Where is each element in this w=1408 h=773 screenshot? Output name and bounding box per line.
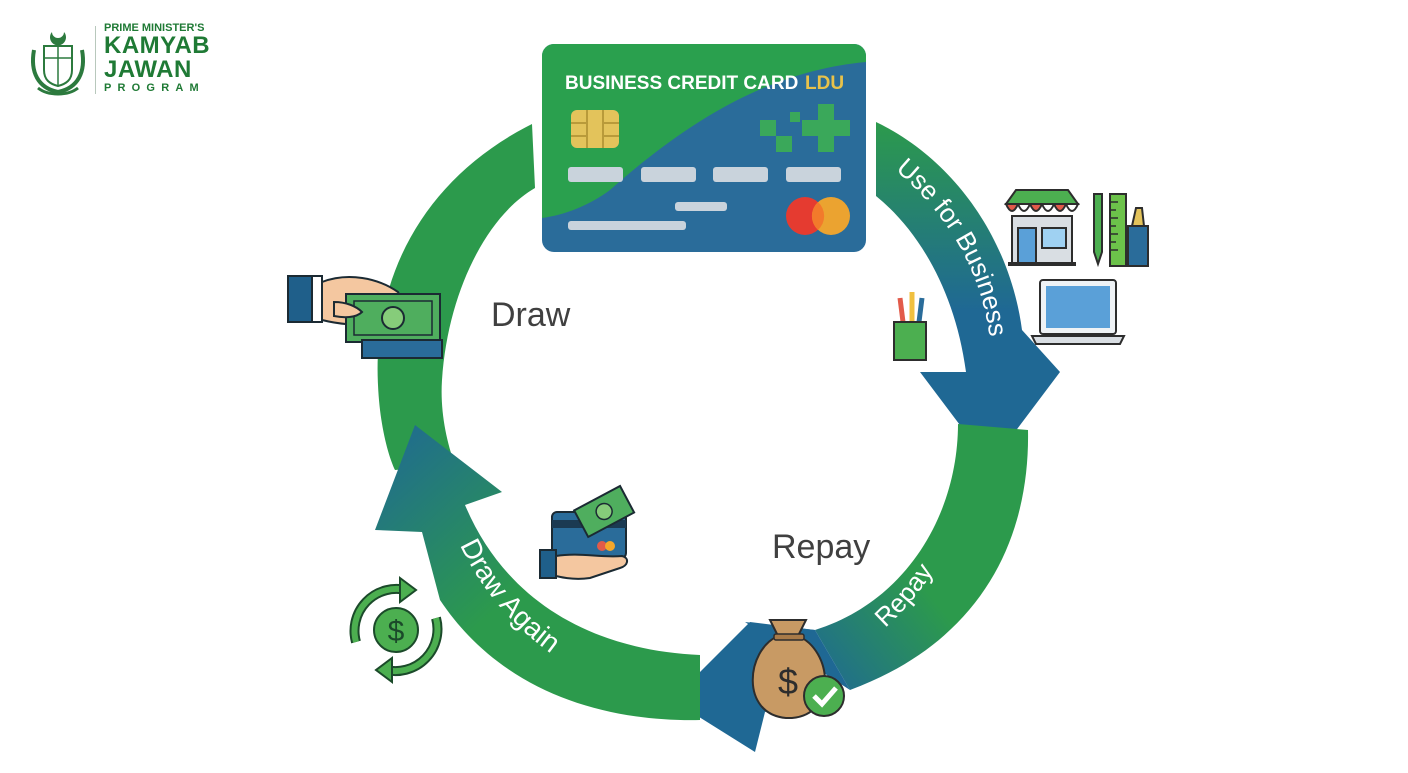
svg-text:$: $: [388, 615, 405, 648]
hand-cash-icon: [287, 275, 443, 359]
shop-icon: [1004, 189, 1080, 266]
logo-line-1: PRIME MINISTER'S: [104, 22, 205, 34]
card-title: BUSINESS CREDIT CARD: [565, 73, 798, 94]
logo-line-3: JAWAN: [104, 56, 192, 83]
draw-label: Draw: [491, 296, 571, 334]
logo-line-4: PROGRAM: [104, 82, 205, 94]
program-logo: PRIME MINISTER'S KAMYAB JAWAN PROGRAM: [104, 22, 210, 95]
recycle-dollar-icon: $: [349, 576, 443, 684]
logo-line-2: KAMYAB: [104, 32, 211, 59]
card-hand-icon: [539, 484, 636, 580]
card-chip-icon: [571, 110, 619, 148]
mastercard-icon: [786, 197, 850, 235]
repay-label: Repay: [772, 528, 871, 566]
card-pattern: [760, 104, 850, 152]
money-bag-check-icon: $: [751, 619, 845, 719]
logo-divider: [95, 26, 96, 94]
business-credit-card: BUSINESS CREDIT CARD LDU: [542, 44, 866, 252]
svg-text:$: $: [778, 661, 798, 702]
arc-repay: [672, 424, 1029, 752]
arc-use-for-business: [876, 122, 1060, 465]
arc-draw-to-card: [377, 124, 535, 470]
card-number-placeholder: [568, 167, 841, 230]
emblem-icon: [31, 32, 85, 96]
pencil-cup-icon: [893, 292, 927, 361]
card-brand: LDU: [805, 73, 844, 94]
arc-draw-again: [375, 425, 700, 721]
laptop-icon: [1030, 279, 1126, 345]
stationery-icon: [1093, 193, 1149, 268]
